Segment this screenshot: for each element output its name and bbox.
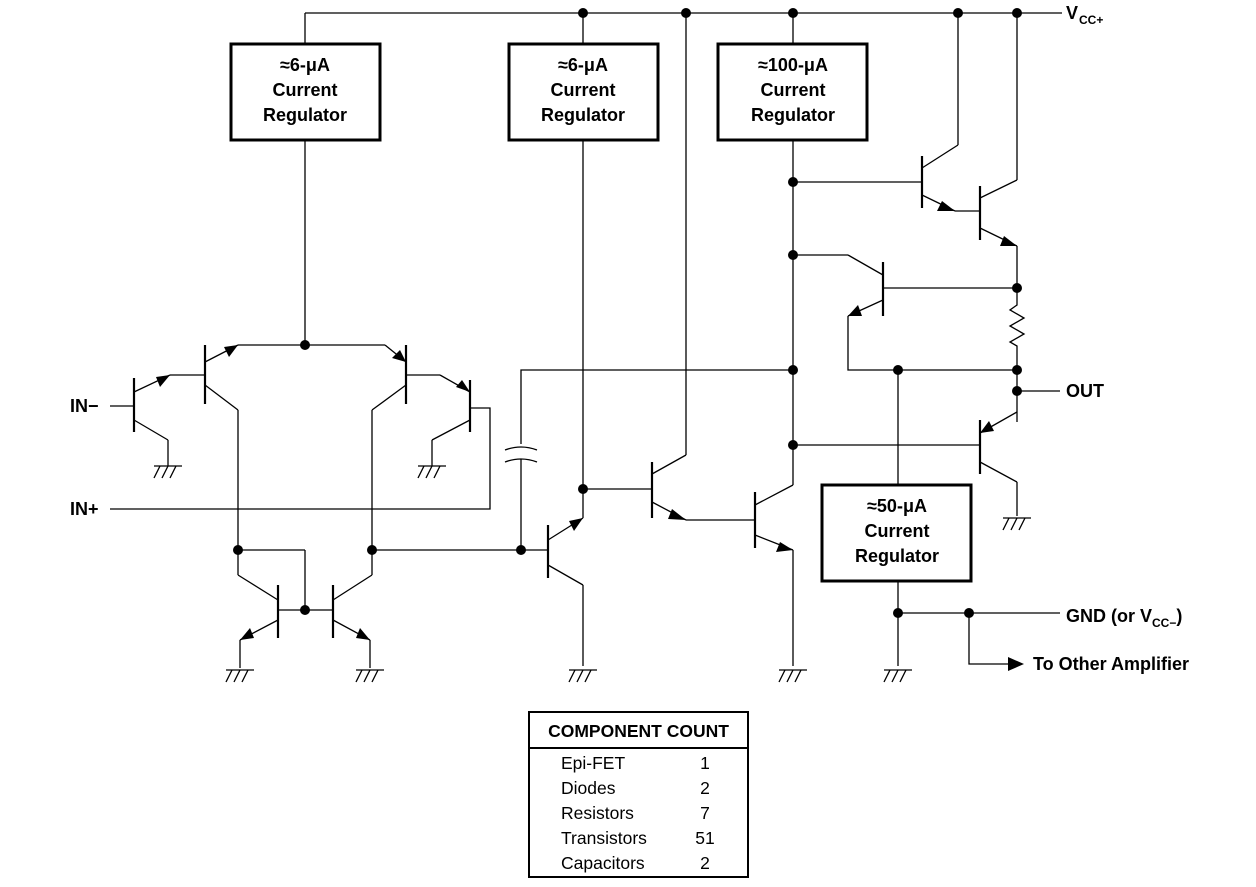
- in-minus-label: IN−: [70, 396, 99, 416]
- component-value: 1: [700, 753, 710, 773]
- input-stage: [110, 140, 548, 668]
- svg-text:Current: Current: [760, 80, 825, 100]
- compensation-capacitor: [504, 369, 793, 550]
- component-name: Epi-FET: [561, 753, 626, 773]
- svg-text:Regulator: Regulator: [751, 105, 835, 125]
- component-value: 2: [700, 778, 710, 798]
- gnd-label: GND (or VCC−): [1066, 606, 1182, 630]
- ground-rail: [893, 581, 1060, 671]
- table-row: Resistors 7: [530, 801, 747, 826]
- ground-symbol: [417, 465, 446, 479]
- table-row: Transistors 51: [530, 826, 747, 851]
- ground-symbol: [778, 669, 807, 683]
- component-count-title: COMPONENT COUNT: [530, 713, 747, 749]
- ground-symbol: [355, 669, 384, 683]
- ground-symbols: [153, 465, 1031, 683]
- output-stage: [788, 144, 1060, 516]
- component-name: Diodes: [561, 778, 616, 798]
- ground-symbol: [225, 669, 254, 683]
- svg-text:≈100-μA: ≈100-μA: [758, 55, 828, 75]
- regulator-box-a: ≈6-μA Current Regulator: [229, 42, 382, 142]
- svg-text:≈6-μA: ≈6-μA: [280, 55, 330, 75]
- component-value: 2: [700, 853, 710, 873]
- regulator-box-b: ≈6-μA Current Regulator: [507, 42, 660, 142]
- svg-text:Current: Current: [864, 521, 929, 541]
- svg-text:Current: Current: [550, 80, 615, 100]
- svg-text:Regulator: Regulator: [263, 105, 347, 125]
- svg-text:≈6-μA: ≈6-μA: [558, 55, 608, 75]
- out-label: OUT: [1066, 381, 1104, 401]
- svg-text:Regulator: Regulator: [541, 105, 625, 125]
- regulator-box-d: ≈50-μA Current Regulator: [820, 483, 973, 583]
- vcc-rail: [304, 8, 1062, 455]
- svg-text:≈50-μA: ≈50-μA: [867, 496, 927, 516]
- ground-symbol: [568, 669, 597, 683]
- ground-symbol: [153, 465, 182, 479]
- svg-text:Regulator: Regulator: [855, 546, 939, 566]
- component-value: 7: [700, 803, 710, 823]
- vcc-label: V: [1066, 3, 1078, 23]
- component-value: 51: [695, 828, 715, 848]
- component-count-rows: Epi-FET 1 Diodes 2 Resistors 7 Transisto…: [530, 749, 747, 876]
- to-other-amplifier-label: To Other Amplifier: [1033, 654, 1189, 674]
- ground-symbol: [883, 669, 912, 683]
- component-name: Resistors: [561, 803, 634, 823]
- gain-stage: [546, 140, 794, 666]
- component-name: Capacitors: [561, 853, 645, 873]
- table-row: Diodes 2: [530, 776, 747, 801]
- ground-symbol: [1002, 517, 1031, 531]
- component-count-table: COMPONENT COUNT Epi-FET 1 Diodes 2 Resis…: [528, 711, 749, 878]
- vcc-label-subscript: CC+: [1079, 13, 1103, 27]
- component-name: Transistors: [561, 828, 647, 848]
- table-row: Epi-FET 1: [530, 751, 747, 776]
- svg-text:Current: Current: [272, 80, 337, 100]
- in-plus-label: IN+: [70, 499, 99, 519]
- regulator-box-c: ≈100-μA Current Regulator: [716, 42, 869, 142]
- table-row: Capacitors 2: [530, 851, 747, 876]
